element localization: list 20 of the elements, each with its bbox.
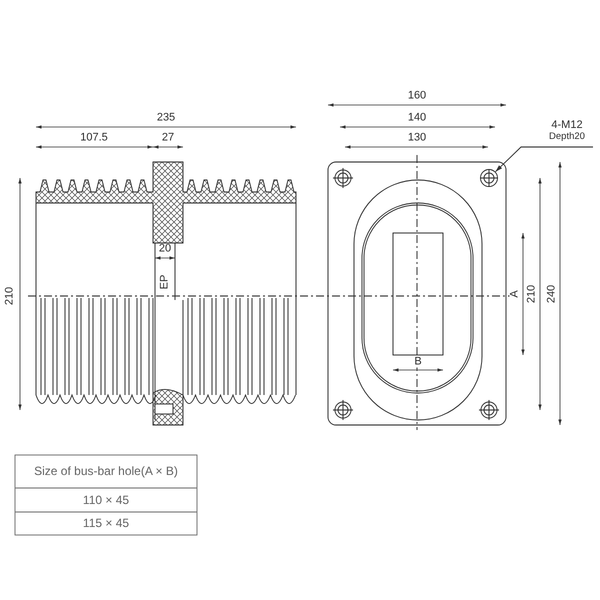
dimension-label: 210 bbox=[4, 286, 16, 306]
bolt-hole-symbol bbox=[480, 169, 498, 187]
dimension-label: 235 bbox=[156, 112, 176, 124]
table-cell-text: Size of bus-bar hole(A × B) bbox=[34, 465, 178, 477]
dimension-label: B bbox=[413, 356, 423, 368]
note-text: Depth20 bbox=[548, 132, 586, 142]
table-cell-text: 115 × 45 bbox=[82, 517, 130, 529]
dimension-label: 240 bbox=[546, 284, 558, 304]
dimension-label: 130 bbox=[406, 132, 428, 144]
dimension-label: EP bbox=[160, 274, 170, 290]
dimension-label: 27 bbox=[160, 132, 176, 144]
dimension-label: 160 bbox=[406, 90, 428, 102]
dimension-label: 107.5 bbox=[79, 132, 109, 144]
dimension-label: 210 bbox=[526, 284, 538, 304]
dimension-label: 20 bbox=[158, 244, 172, 254]
dimension-label: 140 bbox=[406, 112, 428, 124]
leader-line bbox=[495, 146, 594, 172]
dimension-label: A bbox=[510, 289, 520, 299]
note-text: 4-M12 bbox=[550, 120, 584, 132]
table-cell-text: 110 × 45 bbox=[82, 494, 130, 506]
